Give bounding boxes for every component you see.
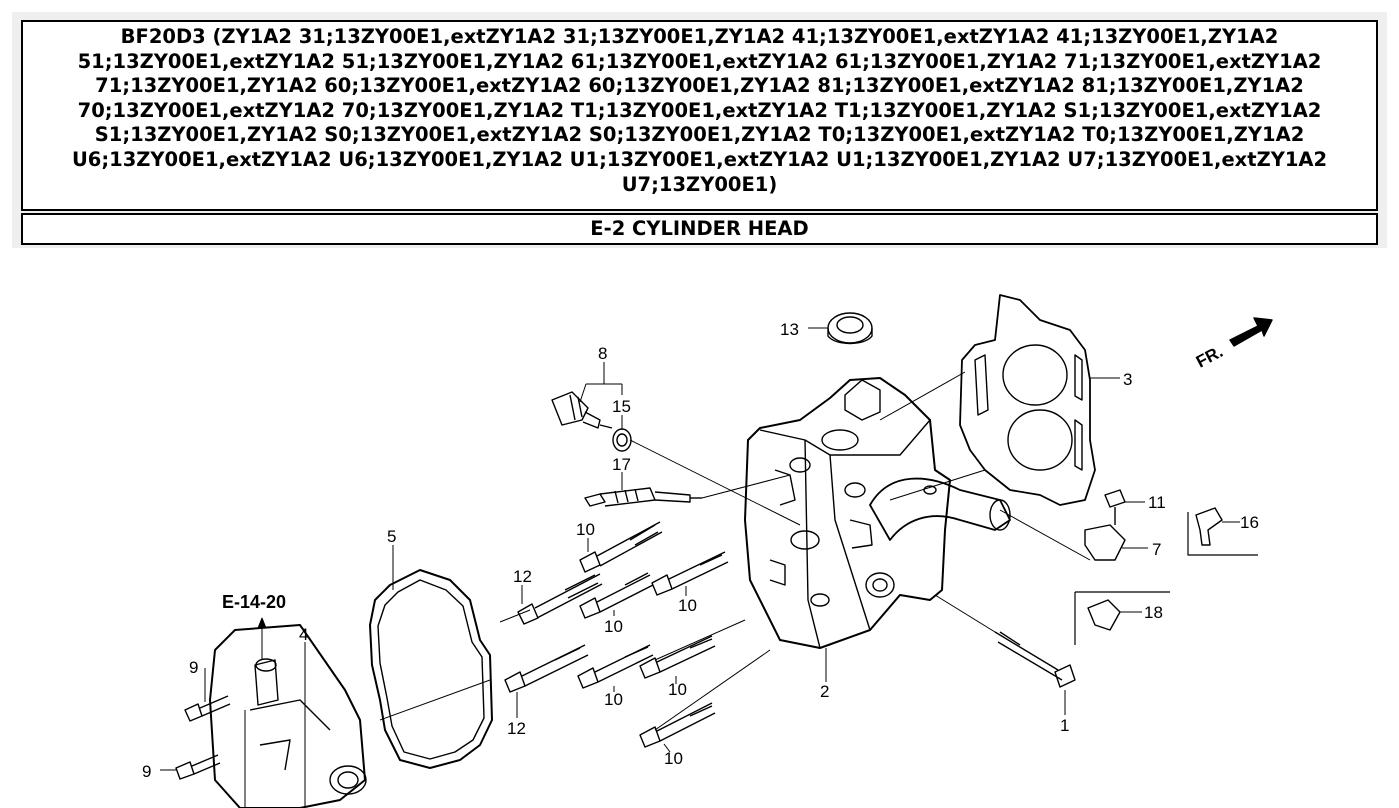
head-bolts: [504, 521, 1076, 748]
callout-15: 15: [612, 397, 631, 416]
callout-10-e: 10: [668, 680, 687, 699]
spark-plug: [584, 487, 702, 507]
section-title-box: E-2 CYLINDER HEAD: [21, 213, 1378, 245]
callout-leaders: [160, 327, 1240, 808]
exploded-parts-diagram: 1 2 3 4 5 7 8 9 9 10 10 10 10 10 10 11 1…: [142, 294, 1273, 808]
valve-cover-bolts: [175, 695, 231, 780]
callout-4: 4: [299, 625, 308, 644]
callout-9-upper: 9: [189, 658, 198, 677]
assembly-lines: [257, 371, 1091, 731]
header-panel: BF20D3 (ZY1A2 31;13ZY00E1,extZY1A2 31;13…: [12, 12, 1387, 248]
callout-7: 7: [1152, 540, 1161, 559]
callout-10-b: 10: [604, 617, 623, 636]
front-direction-arrow-icon: [1229, 317, 1273, 347]
callout-9-lower: 9: [142, 762, 151, 781]
callout-16: 16: [1240, 513, 1259, 532]
callout-10-d: 10: [604, 690, 623, 709]
valve-cover-gasket: [369, 569, 493, 769]
callout-10-f: 10: [664, 749, 683, 768]
head-gasket: [959, 294, 1096, 506]
valve-cover: [209, 624, 367, 808]
callout-13: 13: [780, 320, 799, 339]
callout-12-lower: 12: [507, 719, 526, 738]
callout-8: 8: [598, 344, 607, 363]
temperature-sensor: [551, 391, 632, 452]
section-reference-label: E-14-20: [222, 592, 286, 612]
callout-12-upper: 12: [513, 567, 532, 586]
model-applicability-box: BF20D3 (ZY1A2 31;13ZY00E1,extZY1A2 31;13…: [21, 20, 1378, 211]
callout-2: 2: [820, 682, 829, 701]
cylinder-head: [744, 377, 1011, 649]
small-parts: [1074, 489, 1258, 645]
callout-3: 3: [1123, 370, 1132, 389]
callout-11: 11: [1148, 493, 1166, 512]
section-title: E-2 CYLINDER HEAD: [590, 217, 809, 240]
callout-5: 5: [387, 527, 396, 546]
callout-1: 1: [1060, 716, 1069, 735]
callout-18: 18: [1144, 603, 1163, 622]
model-line: BF20D3 (ZY1A2 31;13ZY00E1,extZY1A2 31;13…: [71, 25, 1328, 196]
callout-10-a: 10: [576, 520, 595, 539]
callout-17: 17: [612, 455, 631, 474]
oil-seal: [827, 312, 873, 345]
callout-10-c: 10: [678, 596, 697, 615]
front-direction-label: FR.: [1193, 342, 1226, 372]
